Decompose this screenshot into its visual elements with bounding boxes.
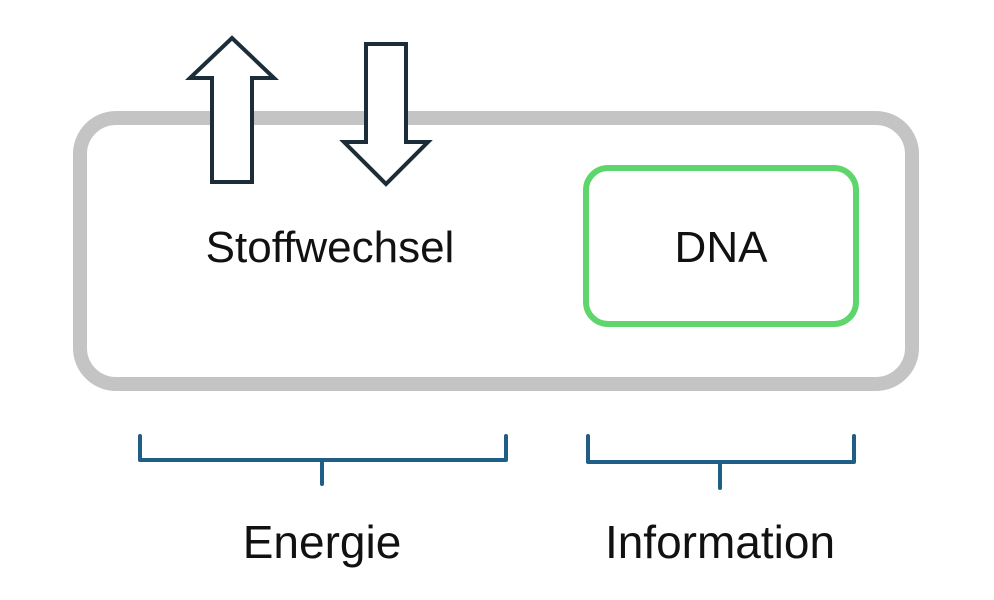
brace-right-label: Information [605, 516, 835, 568]
nucleus-box [583, 165, 859, 327]
brace-right [586, 434, 856, 490]
brace-left [138, 434, 508, 486]
cell-outline [73, 111, 919, 391]
arrow-up-icon [185, 35, 279, 184]
nucleus-label: DNA [675, 223, 769, 272]
arrow-down-icon [339, 42, 433, 187]
cell-label: Stoffwechsel [206, 223, 455, 272]
brace-left-label: Energie [243, 516, 402, 568]
